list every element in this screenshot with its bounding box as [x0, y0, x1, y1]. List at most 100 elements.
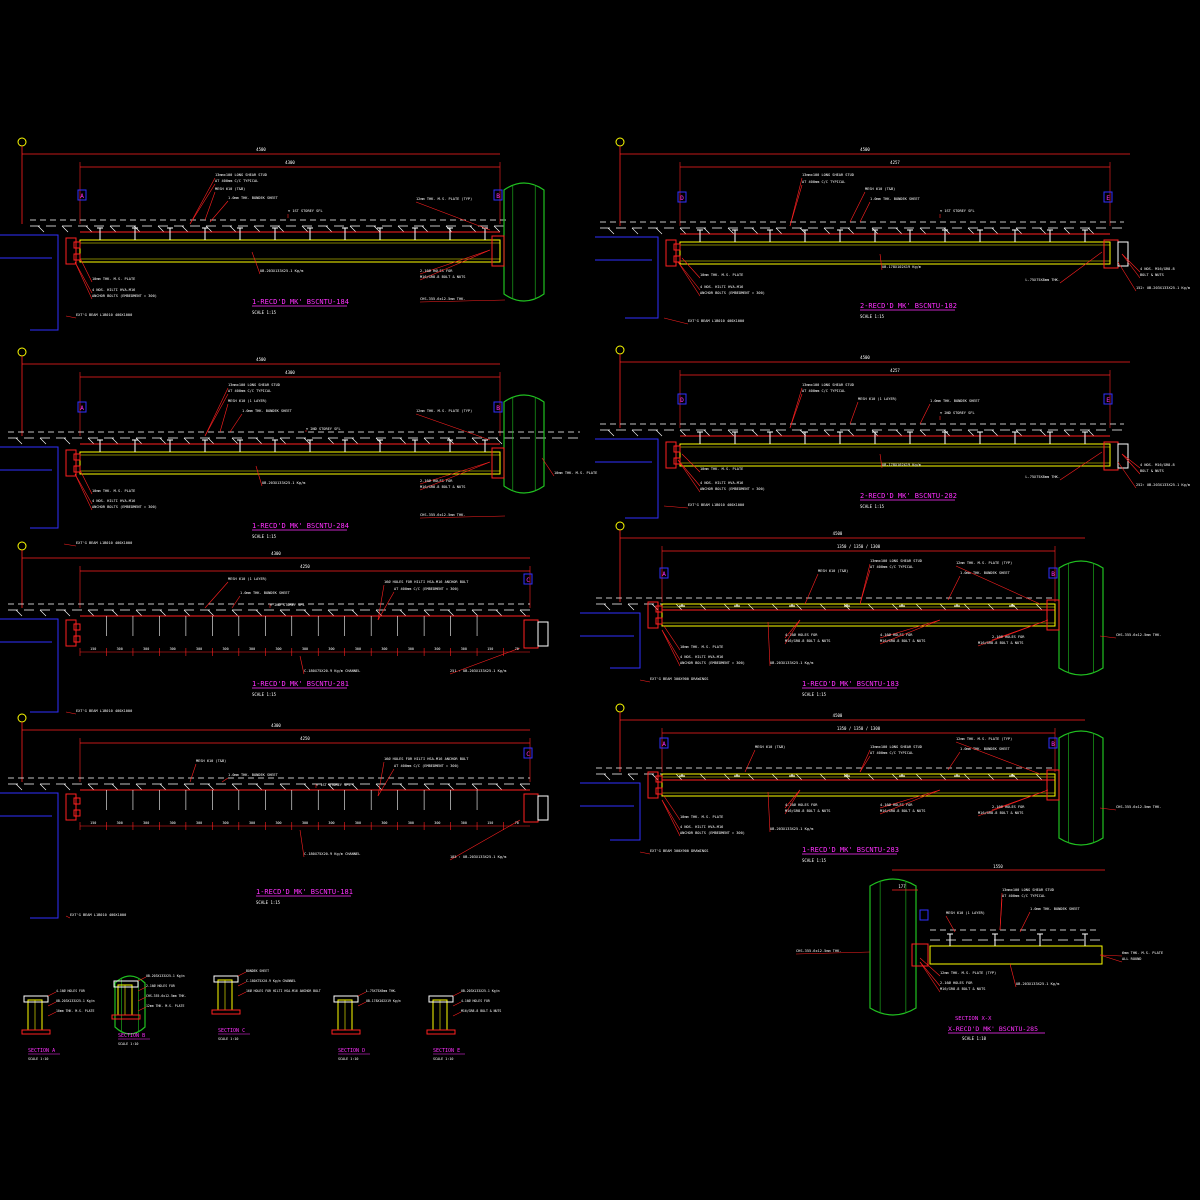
bondek-rib	[447, 783, 455, 791]
note-holes: 4-16Ø HOLES FOR	[785, 802, 818, 807]
bondek-rib	[703, 429, 711, 437]
marker-box-left	[677, 191, 687, 203]
note-note2: UB-203X133X25.1 Kg/m	[56, 999, 94, 1003]
drawing-title: 1-RECD'D MK' BSCNTU-283	[802, 846, 899, 854]
main-beam	[929, 945, 1103, 965]
spacing-value: 300	[381, 647, 387, 651]
end-plate-left	[65, 619, 77, 647]
anchor-bolt	[673, 445, 681, 453]
leader-line	[419, 249, 491, 281]
bondek-rib	[751, 429, 759, 437]
marker-left: A	[80, 193, 84, 200]
anchor-bolt	[655, 617, 663, 625]
dimension-inner: 4257	[890, 160, 900, 165]
note-plate: 12mm THK. M.S. PLATE (TYP)	[940, 971, 996, 975]
base-plate	[331, 1029, 361, 1035]
marker-left: D	[680, 195, 684, 202]
note-mesh: MESH 610 (1 LAYER)	[946, 911, 985, 915]
leader-line	[663, 505, 689, 509]
end-plate-left	[65, 793, 77, 821]
bondek-rib	[895, 429, 903, 437]
bondek-rib	[631, 227, 639, 235]
leader-line	[1117, 461, 1137, 489]
marker-box-right	[1048, 567, 1058, 579]
note-holes2: AT 400mm C/C (EMBEDMENT = 300)	[394, 764, 459, 768]
chs-column	[114, 975, 146, 1035]
bondek-rib	[775, 227, 783, 235]
leader-line	[189, 763, 197, 783]
spacing-value: 300	[302, 647, 308, 651]
bondek-rib	[1039, 429, 1047, 437]
leader-line	[299, 655, 305, 675]
bondek-rib	[847, 429, 855, 437]
dimension-total: 4500	[256, 147, 266, 152]
spacing-value: 300	[461, 821, 467, 825]
bondek-rib	[135, 437, 143, 445]
leader-line	[255, 465, 263, 487]
anchor-bolt	[73, 809, 81, 817]
leader-line	[1121, 453, 1141, 475]
bondek-rib	[351, 783, 359, 791]
leader-line	[677, 459, 701, 493]
note-stud2: AT 400mm C/C TYPICAL	[228, 389, 271, 393]
bondek-rib	[471, 437, 479, 445]
leader-line	[237, 971, 247, 977]
note-stud: 13mmx100 LONG SHEAR STUD	[870, 559, 922, 563]
drawing-title: 1-RECD'D MK' BSCNTU-284	[252, 522, 349, 530]
note-end_plate: 6mm THK. M.S. PLATE	[1122, 951, 1163, 955]
leader-line	[977, 789, 1049, 817]
section-title: SECTION A	[28, 1048, 55, 1054]
note-plate_l: 10mm THK. M.S. PLATE	[700, 467, 743, 471]
note-beam: UB-203X133X25.1 Kg/m	[262, 481, 305, 485]
section-title: SECTION B	[118, 1033, 145, 1039]
bondek-rib	[135, 609, 143, 617]
anchor-bolt	[673, 243, 681, 251]
bondek-rib	[607, 429, 615, 437]
note-level: ▽ 2ND STOREY SFL	[270, 603, 305, 607]
marker-box-right	[1103, 191, 1113, 203]
anchor-bolt	[73, 635, 81, 643]
note-plate_r: 12mm THK. M.S. PLATE (TYP)	[956, 737, 1012, 741]
bondek-rib	[471, 609, 479, 617]
marker-box-left	[659, 737, 669, 749]
note-beam: UB-203X133X25.1 Kg/m	[1016, 982, 1059, 986]
leader-line	[209, 200, 229, 223]
bondek-rib	[895, 227, 903, 235]
marker-right: C	[526, 751, 530, 758]
marker-box-right	[493, 401, 503, 413]
note-mesh: MESH 610 (T&B)	[818, 569, 848, 573]
grid-bubble	[615, 137, 625, 147]
marker-left: A	[662, 741, 666, 748]
note-bolts_r2: M16/GR8.8 BOLT & NUTS	[978, 811, 1023, 815]
bondek-rib	[375, 437, 383, 445]
drawing-scale: SCALE 1:15	[256, 900, 281, 905]
leader-line	[784, 789, 801, 815]
marker-right: B	[1051, 571, 1055, 578]
note-stud: 13mmx100 LONG SHEAR STUD	[802, 383, 854, 387]
leader-line	[1117, 261, 1137, 292]
end-plate-right	[1046, 599, 1060, 631]
marker-left: A	[662, 571, 666, 578]
bondek-rib	[181, 225, 189, 233]
leader-line	[1099, 954, 1123, 963]
note-ub_r: 251 : UB-203X133X25.1 Kg/m	[450, 669, 506, 673]
leader-line	[789, 387, 803, 429]
note-sheet: 1.0mm THK. BONDEK SHEET	[1030, 907, 1081, 911]
leader-line	[357, 991, 367, 997]
anchor-bolt	[673, 457, 681, 465]
bondek-rib	[207, 783, 215, 791]
bondek-rib	[207, 437, 215, 445]
bondek-rib	[651, 603, 659, 611]
leader-line	[377, 591, 395, 621]
bondek-rib	[375, 783, 383, 791]
section-scale: SCALE 1:10	[218, 1037, 238, 1041]
leader-line	[1009, 963, 1017, 988]
leader-line	[357, 1001, 367, 1007]
marker-box	[919, 909, 929, 921]
note-plate_l: 10mm THK. M.S. PLATE	[92, 489, 135, 493]
leader-line	[415, 201, 491, 231]
